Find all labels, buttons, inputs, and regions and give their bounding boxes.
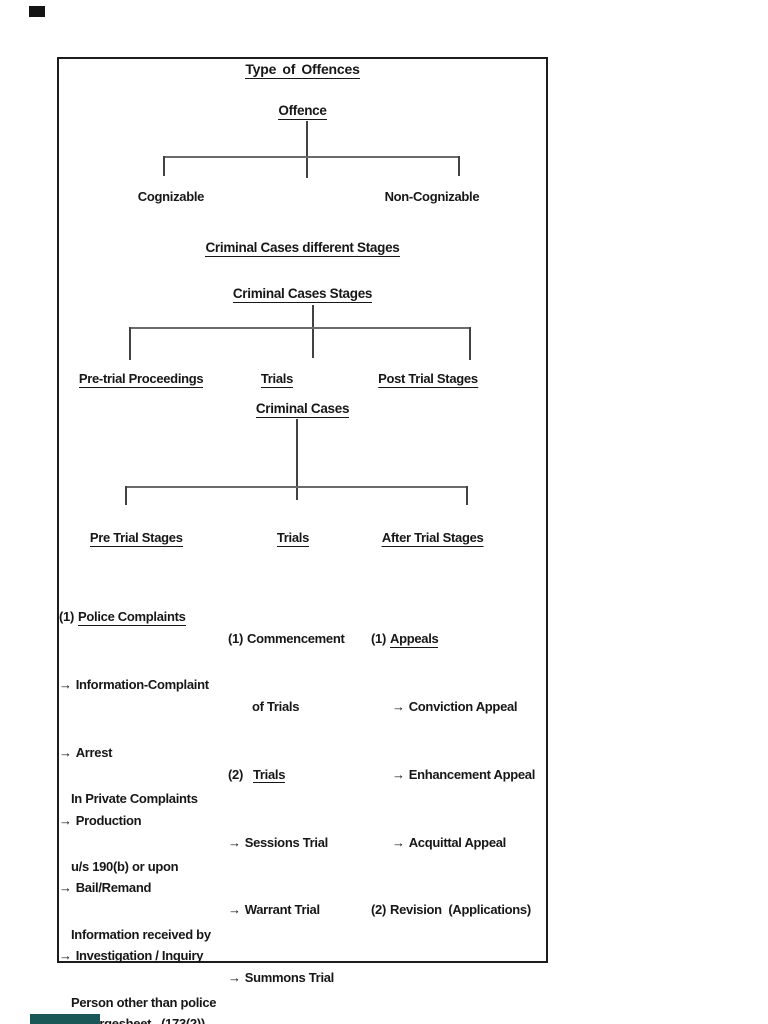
- arrow-icon: →: [228, 970, 241, 986]
- document-page: Type of Offences Offence Cognizable Non-…: [57, 57, 548, 1024]
- connector-line: [125, 486, 467, 488]
- connector-line: [466, 486, 468, 505]
- note-line: Person other than police: [71, 994, 217, 1010]
- list-item: →Enhancement Appeal: [392, 764, 535, 787]
- connector-line: [163, 156, 165, 176]
- list-heading: (1)Police Complaints: [59, 609, 186, 626]
- page-title-text: Type of Offences: [245, 61, 360, 79]
- arrow-icon: →: [228, 834, 241, 850]
- trials-label: Trials: [260, 371, 294, 388]
- connector-line: [312, 305, 314, 358]
- cases-root-label: Criminal Cases: [255, 401, 350, 418]
- connector-line: [129, 327, 470, 329]
- connector-line: [306, 121, 308, 178]
- trials-label-2: Trials: [276, 530, 310, 547]
- arrow-icon: →: [59, 880, 72, 896]
- connector-line: [458, 156, 460, 176]
- connector-line: [125, 486, 127, 505]
- arrow-icon: →: [59, 744, 72, 760]
- connector-line: [469, 327, 471, 360]
- private-complaints-note: In Private Complaints u/s 190(b) or upon…: [71, 743, 241, 1024]
- after-trial-stages-label: After Trial Stages: [381, 530, 484, 547]
- list-heading: (1)Commencement: [228, 631, 345, 647]
- cropped-ui-artifact-bottom-left: [30, 1014, 100, 1024]
- stages-root-label: Criminal Cases Stages: [232, 286, 373, 303]
- list-item: →Arrest: [59, 742, 209, 765]
- list-item: →Sessions Trial: [228, 832, 345, 855]
- list-item: →Conviction Appeal: [392, 696, 535, 719]
- stages-heading: Criminal Cases different Stages: [205, 240, 400, 257]
- note-line: Information received by: [71, 926, 211, 942]
- list-item: →Investigation / Inquiry: [59, 945, 209, 968]
- list-item: →Bail/Remand: [59, 877, 209, 900]
- right-column: (1)Appeals →Conviction Appeal →Enhanceme…: [371, 583, 535, 967]
- arrow-icon: →: [228, 902, 241, 918]
- middle-column: (1)Commencement of Trials (2)Trials →Ses…: [228, 583, 345, 1024]
- list-item: →Summons Trial: [228, 967, 345, 990]
- offence-root-label: Offence: [278, 103, 327, 120]
- list-item: →Acquittal Appeal: [392, 832, 535, 855]
- list-heading: (2)Trials: [228, 766, 286, 784]
- list-item: →Warrant Trial: [228, 899, 345, 922]
- note-line: u/s 190(b) or upon: [71, 858, 179, 874]
- list-heading-cont: of Trials: [252, 698, 300, 714]
- connector-line: [296, 419, 298, 500]
- page-title: Type of Offences: [59, 61, 546, 79]
- connector-line: [129, 327, 131, 360]
- pretrial-proceedings-label: Pre-trial Proceedings: [78, 371, 204, 388]
- arrow-icon: →: [59, 676, 72, 692]
- non-cognizable-label: Non-Cognizable: [384, 189, 480, 204]
- arrow-icon: →: [59, 948, 72, 964]
- post-trial-stages-label: Post Trial Stages: [378, 371, 478, 388]
- note-line: In Private Complaints: [71, 791, 198, 807]
- pre-trial-stages-label: Pre Trial Stages: [89, 530, 183, 547]
- list-heading: (2)Revision (Applications): [371, 902, 531, 918]
- cognizable-label: Cognizable: [137, 189, 205, 204]
- list-item: →Information-Complaint: [59, 674, 209, 697]
- arrow-icon: →: [392, 766, 405, 782]
- list-heading: (1)Appeals: [371, 631, 439, 648]
- list-item: →Production: [59, 810, 209, 833]
- connector-line: [163, 156, 459, 158]
- cropped-ui-artifact-top-left: [29, 6, 45, 17]
- arrow-icon: →: [392, 834, 405, 850]
- arrow-icon: →: [59, 812, 72, 828]
- arrow-icon: →: [392, 698, 405, 714]
